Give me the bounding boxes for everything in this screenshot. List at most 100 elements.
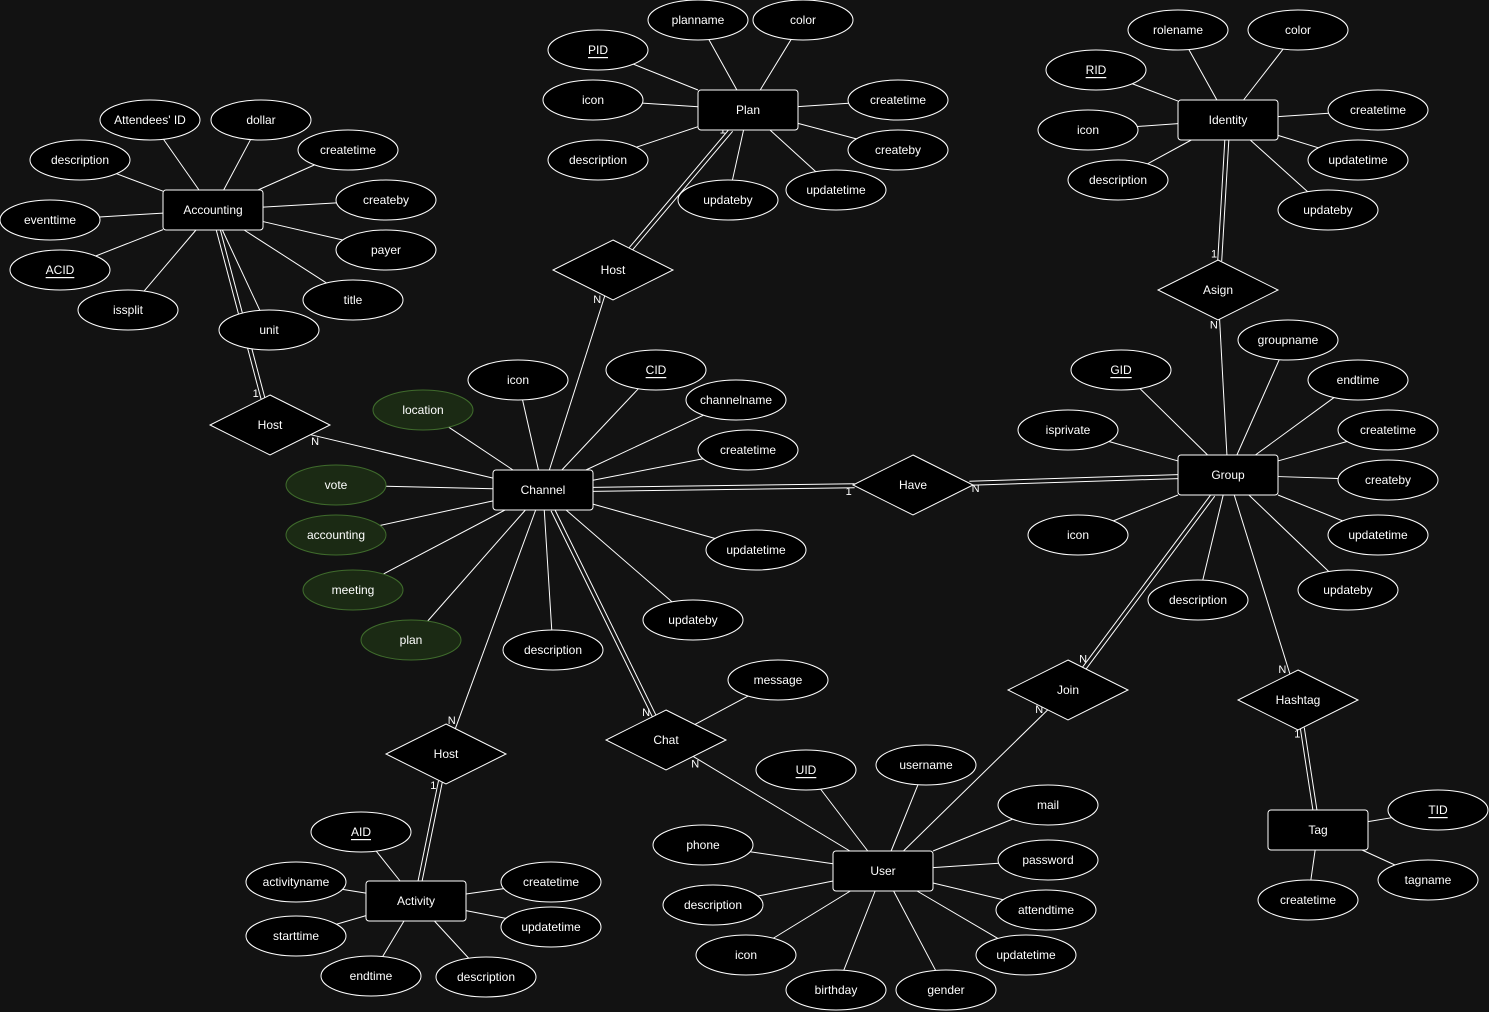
attribute-tag-createtime[interactable]: createtime [1257, 879, 1359, 921]
attribute-acc-unit[interactable]: unit [218, 309, 320, 351]
entity-identity[interactable]: Identity [1177, 99, 1279, 141]
attribute-ident-rolename[interactable]: rolename [1127, 9, 1229, 51]
relationship-host-act[interactable]: Host [384, 723, 508, 785]
attribute-ch-channelname[interactable]: channelname [685, 379, 787, 421]
attribute-ident-color[interactable]: color [1247, 9, 1349, 51]
attribute-connector [565, 509, 673, 603]
attribute-ident-updatetime[interactable]: updatetime [1307, 139, 1409, 181]
attribute-user-username[interactable]: username [875, 744, 977, 786]
attribute-ch-cid[interactable]: CID [605, 349, 707, 391]
attribute-ch-plan[interactable]: plan [360, 619, 462, 661]
attribute-acc-eventtime[interactable]: eventtime [0, 199, 101, 241]
attribute-connector [932, 818, 1013, 852]
attribute-ch-icon[interactable]: icon [467, 359, 569, 401]
attribute-acc-dollar[interactable]: dollar [210, 99, 312, 141]
attribute-acc-payer[interactable]: payer [335, 229, 437, 271]
attribute-ch-updateby[interactable]: updateby [642, 599, 744, 641]
attribute-plan-color[interactable]: color [752, 0, 854, 41]
relationship-hashtag[interactable]: Hashtag [1236, 669, 1360, 731]
attribute-user-updatetime[interactable]: updatetime [975, 934, 1077, 976]
attribute-plan-pid[interactable]: PID [547, 29, 649, 71]
attribute-plan-planname[interactable]: planname [647, 0, 749, 41]
attribute-plan-icon[interactable]: icon [542, 79, 644, 121]
attribute-user-icon[interactable]: icon [695, 934, 797, 976]
attribute-ch-meeting[interactable]: meeting [302, 569, 404, 611]
attribute-ch-createtime[interactable]: createtime [697, 429, 799, 471]
attribute-acc-createtime[interactable]: createtime [297, 129, 399, 171]
relationship-host-plan[interactable]: Host [551, 239, 675, 301]
entity-channel[interactable]: Channel [492, 469, 594, 511]
attribute-user-description[interactable]: description [662, 884, 764, 926]
attribute-chat-message[interactable]: message [727, 659, 829, 701]
attribute-ch-vote[interactable]: vote [285, 464, 387, 506]
attribute-user-birthday[interactable]: birthday [785, 969, 887, 1011]
attribute-label: unit [259, 323, 279, 337]
attribute-user-attendtime[interactable]: attendtime [995, 889, 1097, 931]
attribute-ch-location[interactable]: location [372, 389, 474, 431]
attribute-user-gender[interactable]: gender [895, 969, 997, 1011]
relationship-asign[interactable]: Asign [1156, 259, 1280, 321]
attribute-connector [1248, 494, 1330, 572]
relationship-label: Chat [653, 733, 679, 747]
attribute-plan-updatetime[interactable]: updatetime [785, 169, 887, 211]
attribute-shape [997, 784, 1099, 826]
attribute-act-activityname[interactable]: activityname [245, 861, 347, 903]
attribute-act-starttime[interactable]: starttime [245, 915, 347, 957]
attribute-acc-issplit[interactable]: issplit [77, 289, 179, 331]
attribute-act-aid[interactable]: AID [310, 811, 412, 853]
attribute-grp-groupname[interactable]: groupname [1237, 319, 1339, 361]
attribute-ident-rid[interactable]: RID [1045, 49, 1147, 91]
relationship-shape [551, 239, 675, 301]
attribute-grp-createby[interactable]: createby [1337, 459, 1439, 501]
attribute-acc-acid[interactable]: ACID [9, 249, 111, 291]
attribute-acc-attendees[interactable]: Attendees' ID [99, 99, 201, 141]
attribute-plan-description[interactable]: description [547, 139, 649, 181]
attribute-acc-description[interactable]: description [29, 139, 131, 181]
attribute-user-mail[interactable]: mail [997, 784, 1099, 826]
relationship-host-acc[interactable]: Host [208, 394, 332, 456]
attribute-ch-updatetime[interactable]: updatetime [705, 529, 807, 571]
entity-group[interactable]: Group [1177, 454, 1279, 496]
entity-activity[interactable]: Activity [365, 880, 467, 922]
attribute-plan-createtime[interactable]: createtime [847, 79, 949, 121]
cardinality-label: 1 [430, 780, 436, 792]
entity-tag[interactable]: Tag [1267, 809, 1369, 851]
attribute-label: password [1022, 853, 1073, 867]
attribute-act-description[interactable]: description [435, 956, 537, 998]
attribute-connector [1277, 494, 1343, 522]
attribute-acc-title[interactable]: title [302, 279, 404, 321]
attribute-tag-tid[interactable]: TID [1387, 789, 1489, 831]
attribute-grp-endtime[interactable]: endtime [1307, 359, 1409, 401]
attribute-grp-isprivate[interactable]: isprivate [1017, 409, 1119, 451]
attribute-tag-tagname[interactable]: tagname [1377, 859, 1479, 901]
attribute-ident-icon[interactable]: icon [1037, 109, 1139, 151]
entity-plan[interactable]: Plan [697, 89, 799, 131]
attribute-grp-createtime[interactable]: createtime [1337, 409, 1439, 451]
attribute-act-createtime[interactable]: createtime [500, 861, 602, 903]
attribute-label: mail [1037, 798, 1059, 812]
attribute-user-password[interactable]: password [997, 839, 1099, 881]
relationship-have[interactable]: Have [851, 454, 975, 516]
attribute-grp-gid[interactable]: GID [1070, 349, 1172, 391]
attribute-grp-description[interactable]: description [1147, 579, 1249, 621]
relationship-chat[interactable]: Chat [604, 709, 728, 771]
attribute-act-updatetime[interactable]: updatetime [500, 906, 602, 948]
relationship-join[interactable]: Join [1006, 659, 1130, 721]
attribute-ident-updateby[interactable]: updateby [1277, 189, 1379, 231]
entity-accounting[interactable]: Accounting [162, 189, 264, 231]
attribute-user-phone[interactable]: phone [652, 824, 754, 866]
entity-user[interactable]: User [832, 850, 934, 892]
attribute-connector [890, 784, 919, 852]
attribute-grp-updatetime[interactable]: updatetime [1327, 514, 1429, 556]
attribute-acc-createby[interactable]: createby [335, 179, 437, 221]
attribute-grp-updateby[interactable]: updateby [1297, 569, 1399, 611]
attribute-plan-updateby[interactable]: updateby [677, 179, 779, 221]
attribute-grp-icon[interactable]: icon [1027, 514, 1129, 556]
attribute-act-endtime[interactable]: endtime [320, 955, 422, 997]
attribute-user-uid[interactable]: UID [755, 749, 857, 791]
attribute-ident-description[interactable]: description [1067, 159, 1169, 201]
attribute-plan-createby[interactable]: createby [847, 129, 949, 171]
attribute-ch-description[interactable]: description [502, 629, 604, 671]
attribute-ch-accounting[interactable]: accounting [285, 514, 387, 556]
attribute-ident-createtime[interactable]: createtime [1327, 89, 1429, 131]
